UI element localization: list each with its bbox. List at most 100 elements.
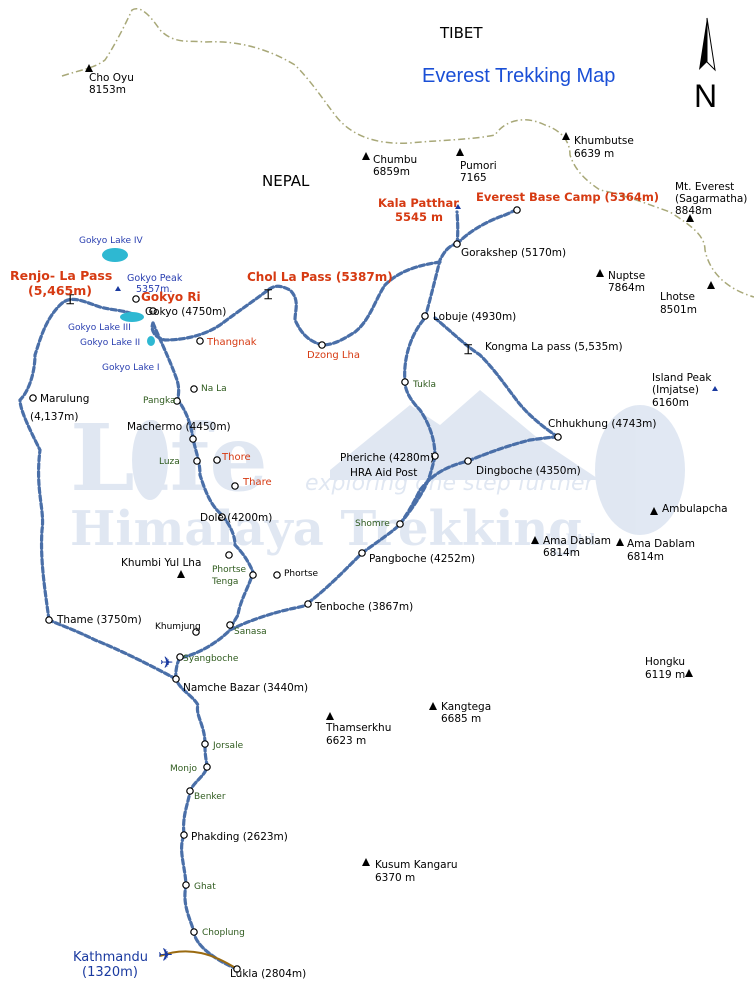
place-label: Thare <box>242 477 272 488</box>
highlight-label: Chol La Pass (5387m) <box>247 270 393 284</box>
place-dot <box>233 965 241 973</box>
peak-elevation: 8501m <box>660 304 697 316</box>
route-lobuje-gorakshep <box>423 242 459 320</box>
place-label: Dingboche (4350m) <box>476 465 581 477</box>
peak-icon <box>562 132 570 140</box>
place-dot <box>554 433 562 441</box>
peak-elevation: 6814m <box>627 551 664 563</box>
village-label: Shomre <box>355 519 390 529</box>
place-label: Pangboche (4252m) <box>369 553 475 565</box>
place-dot <box>318 341 326 349</box>
place-dot <box>249 571 257 579</box>
place-label: Dzong Lha <box>307 350 360 361</box>
peak-label: Lhotse <box>660 291 695 303</box>
peak-icon <box>707 281 715 289</box>
peak-icon <box>686 214 694 222</box>
peak-label: Chumbu <box>373 154 417 166</box>
place-label: Machermo (4450m) <box>127 421 231 433</box>
place-dot <box>421 312 429 320</box>
lake-shape <box>147 336 155 346</box>
peak-label: Gokyo Peak <box>127 273 183 284</box>
highlight-elevation: 5545 m <box>395 210 443 224</box>
place-dot <box>192 628 200 636</box>
place-labels: Gorakshep (5170m) Lobuje (4930m) Kongma … <box>30 247 657 980</box>
peak-markers <box>85 64 718 866</box>
place-label: Phakding (2623m) <box>191 831 288 843</box>
place-dot <box>190 928 198 936</box>
highlight-label: Everest Base Camp (5364m) <box>476 190 659 204</box>
place-dot <box>190 385 198 393</box>
route-gokyo-dole <box>151 321 255 630</box>
place-dot <box>186 787 194 795</box>
peak-icon <box>685 669 693 677</box>
place-dot <box>218 513 226 521</box>
village-label: Phortse <box>212 565 247 575</box>
place-dot <box>431 452 439 460</box>
place-dot <box>172 675 180 683</box>
peak-icon <box>596 269 604 277</box>
route-pangboche-pheriche <box>398 455 437 526</box>
peak-elevation: 7165 <box>460 172 487 184</box>
airport-elevation: (1320m) <box>82 965 138 980</box>
peak-icon <box>362 858 370 866</box>
peak-elevation: 6685 m <box>441 713 481 725</box>
lake-label: Gokyo Lake III <box>68 323 131 333</box>
peak-icon <box>85 64 93 72</box>
peak-label: Island Peak <box>652 372 712 384</box>
pass-markers: ⌶ ⌶ ⌶ <box>66 287 472 358</box>
village-label: Jorsale <box>212 741 244 751</box>
highlight-label: Kala Patthar <box>378 196 459 210</box>
place-label: Phortse <box>284 569 319 579</box>
peak-label: Khumbi Yul Lha <box>121 557 201 569</box>
peak-icon <box>531 536 539 544</box>
peak-elevation: 6370 m <box>375 872 415 884</box>
place-label: Gokyo (4750m) <box>145 306 226 318</box>
place-dot <box>132 295 140 303</box>
place-label: Thame (3750m) <box>56 614 142 626</box>
peak-elevation: 7864m <box>608 282 645 294</box>
place-label: Lukla (2804m) <box>230 968 306 980</box>
peak-label: Ama Dablam <box>543 535 611 547</box>
peak-icon <box>456 148 464 156</box>
village-label: Sanasa <box>234 627 267 637</box>
place-dot <box>201 740 209 748</box>
place-dot <box>149 307 157 315</box>
place-label: Lobuje (4930m) <box>433 311 516 323</box>
watermark: Life Himalaya Trekking P. Ltd. exploring… <box>70 390 685 557</box>
place-dot <box>513 206 521 214</box>
village-label: Syangboche <box>183 654 239 664</box>
place-dot <box>231 482 239 490</box>
lake-label: Gokyo Lake II <box>80 338 140 348</box>
peak-label: Nuptse <box>608 270 645 282</box>
place-dot <box>203 763 211 771</box>
peak-label: Ambulapcha <box>662 503 728 515</box>
route-gorakshep-kalapatthar <box>455 210 460 246</box>
compass-arrow-icon <box>699 18 707 70</box>
watermark-tagline: exploring one step further <box>305 471 596 496</box>
lake-shape <box>120 312 144 322</box>
place-elevation: (4,137m) <box>30 411 78 423</box>
place-label: Namche Bazar (3440m) <box>183 682 308 694</box>
peak-elevation: 5357m. <box>136 284 172 295</box>
route-lukla-namche <box>174 677 239 971</box>
village-label: Tukla <box>412 380 436 390</box>
route-pheriche-lobuje <box>403 316 437 459</box>
peak-elevation: 6119 m <box>645 669 685 681</box>
place-markers <box>29 206 562 973</box>
peak-label: Kangtega <box>441 701 491 713</box>
route-sanasa-tenboche <box>228 601 310 632</box>
village-label: Ghat <box>194 882 216 892</box>
village-label: Tenga <box>211 577 238 587</box>
place-dot <box>29 394 37 402</box>
highlight-labels: Kala Patthar 5545 m Everest Base Camp (5… <box>10 190 659 304</box>
place-dot <box>196 337 204 345</box>
peak-icon <box>455 204 461 209</box>
lakes <box>102 248 155 346</box>
place-dot <box>213 456 221 464</box>
map-header: Everest Trekking Map TIBET NEPAL N <box>262 17 717 190</box>
watermark-suffix: P. Ltd. <box>545 530 601 549</box>
highlight-elevation: (5,465m) <box>28 283 92 298</box>
peak-elevation: 6859m <box>373 166 410 178</box>
peak-elevation: 6623 m <box>326 735 366 747</box>
peak-elevation: 8153m <box>89 84 126 96</box>
